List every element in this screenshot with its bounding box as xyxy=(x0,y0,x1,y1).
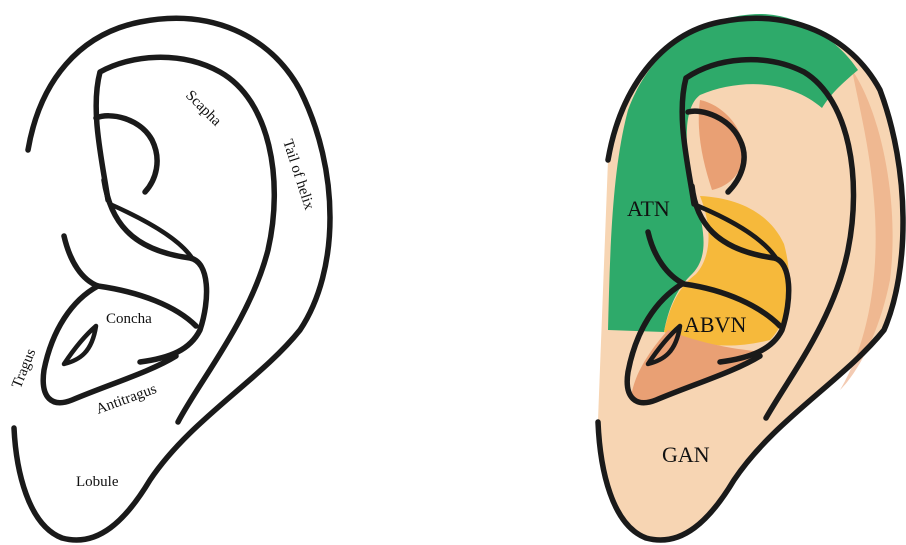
left-helix-outline xyxy=(14,18,330,540)
left-tragus-notch xyxy=(64,326,96,364)
label-scapha: Scapha xyxy=(182,87,224,129)
label-lobule: Lobule xyxy=(76,474,119,490)
label-tragus: Tragus xyxy=(9,346,39,390)
label-tail-of-helix: Tail of helix xyxy=(279,137,317,212)
label-abvn: ABVN xyxy=(684,312,746,337)
label-concha: Concha xyxy=(106,311,152,327)
left-antihelix xyxy=(96,57,274,422)
label-gan: GAN xyxy=(662,442,710,467)
right-ear-diagram: ATN ABVN GAN xyxy=(598,14,903,540)
label-atn: ATN xyxy=(627,196,670,221)
left-ear-diagram: Scapha Tail of helix Concha Tragus Antit… xyxy=(9,18,330,540)
